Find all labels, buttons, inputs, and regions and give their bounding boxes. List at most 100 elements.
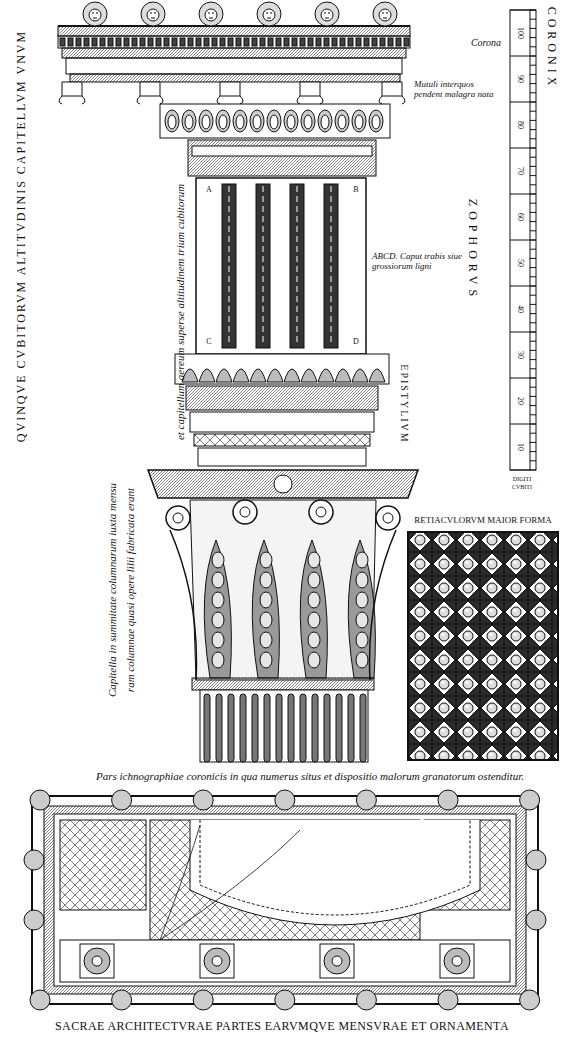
engraving-stroke (172, 38, 177, 46)
engraving-stroke (530, 129, 536, 130)
engraving-stroke (510, 194, 536, 195)
engraving-stroke (530, 258, 536, 259)
engraving-stroke (530, 405, 536, 406)
engraving-stroke (264, 694, 270, 762)
engraving-stroke (267, 369, 283, 382)
engraving-stroke (233, 369, 249, 382)
engraved-label: ZOPHORVS (465, 199, 478, 301)
engraving-stroke (530, 10, 531, 470)
engraving-stroke (124, 38, 129, 46)
engraving-stroke (199, 369, 215, 382)
engraving-stroke (348, 540, 375, 678)
engraving-stroke (304, 115, 312, 129)
engraving-stroke (150, 13, 156, 18)
engraved-label: B (353, 186, 358, 195)
engraving-stroke (284, 38, 289, 46)
engraving-stroke (199, 2, 223, 26)
engraving-stroke (530, 148, 536, 149)
scale-number: 100 (516, 27, 525, 39)
engraving-stroke (530, 74, 536, 75)
engraving-stroke (438, 790, 458, 810)
engraving-stroke (530, 221, 536, 222)
engraving-stroke (530, 203, 536, 204)
engraving-stroke (352, 369, 368, 382)
engraving-stroke (530, 387, 536, 388)
engraving-stroke (253, 115, 261, 129)
engraving-stroke (220, 82, 240, 96)
engraving-stroke (112, 990, 132, 1010)
engraving-stroke (92, 956, 102, 966)
engraving-stroke (290, 184, 304, 348)
engraving-stroke (240, 507, 250, 517)
engraving-stroke (300, 694, 306, 762)
engraving-stroke (356, 990, 376, 1010)
engraving-stroke (530, 157, 536, 158)
engraving-stroke (530, 442, 536, 443)
engraved-label: et capitellum aereum superse altitudinem… (174, 184, 186, 440)
engraving-stroke (233, 500, 257, 524)
engraving-stroke (530, 359, 536, 360)
engraving-stroke (379, 9, 391, 21)
engraving-stroke (530, 322, 536, 323)
engraving-stroke (308, 612, 320, 628)
engraving-stroke (318, 369, 334, 382)
engraving-stroke (24, 850, 44, 870)
engraving-stroke (112, 790, 132, 810)
engraving-stroke (68, 38, 73, 46)
engraving-stroke (250, 110, 264, 132)
engraving-stroke (379, 96, 405, 104)
engraving-stroke (530, 396, 536, 397)
engraving-stroke (530, 194, 536, 195)
engraving-stroke (331, 186, 332, 346)
engraving-stroke (297, 186, 298, 346)
engraving-stroke (268, 38, 273, 46)
engraving-stroke (356, 38, 361, 46)
engraving-stroke (308, 552, 320, 568)
engraving-stroke (320, 944, 354, 978)
engraving-stroke (510, 148, 536, 149)
engraving-stroke (376, 506, 400, 530)
engraving-stroke (364, 38, 369, 46)
engraving-stroke (309, 500, 333, 524)
engraving-stroke (180, 38, 185, 46)
engraving-stroke (510, 378, 536, 379)
engraving-stroke (141, 2, 165, 26)
engraving-stroke (205, 9, 217, 21)
engraving-stroke (530, 276, 536, 277)
engraving-stroke (355, 115, 363, 129)
engraving-stroke (182, 110, 196, 132)
engraving-stroke (520, 790, 540, 810)
engraving-stroke (204, 694, 210, 762)
engraving-stroke (382, 82, 402, 96)
engraving-stroke (188, 38, 193, 46)
engraving-stroke (530, 295, 536, 296)
engraving-stroke (301, 369, 317, 382)
engraving-stroke (332, 956, 342, 966)
engraving-stroke (301, 110, 315, 132)
engraving-stroke (250, 369, 266, 382)
engraving-stroke (260, 612, 272, 628)
engraving-stroke (530, 46, 536, 47)
engraving-stroke (510, 424, 536, 425)
engraving-stroke (530, 212, 536, 213)
engraving-stroke (219, 115, 227, 129)
panel: RETIACVLORVM MAIOR FORMA (404, 516, 562, 526)
engraving-stroke (336, 694, 342, 762)
engraving-stroke (396, 38, 401, 46)
engraving-stroke (526, 910, 546, 930)
engraving-stroke (132, 38, 137, 46)
engraving-stroke (140, 38, 145, 46)
engraving-stroke (284, 369, 300, 382)
engraved-label: Corona (471, 37, 501, 48)
engraving-stroke (92, 38, 97, 46)
engraving-stroke (256, 184, 270, 348)
engraving-stroke (140, 82, 160, 96)
engraving-stroke (530, 414, 536, 415)
engraving-stroke (510, 56, 536, 57)
engraving-stroke (204, 540, 231, 678)
engraving-stroke (252, 38, 257, 46)
engraving-stroke (373, 2, 397, 26)
engraving-stroke (212, 592, 224, 608)
engraving-stroke (321, 115, 329, 129)
scale-number: 90 (516, 75, 525, 83)
